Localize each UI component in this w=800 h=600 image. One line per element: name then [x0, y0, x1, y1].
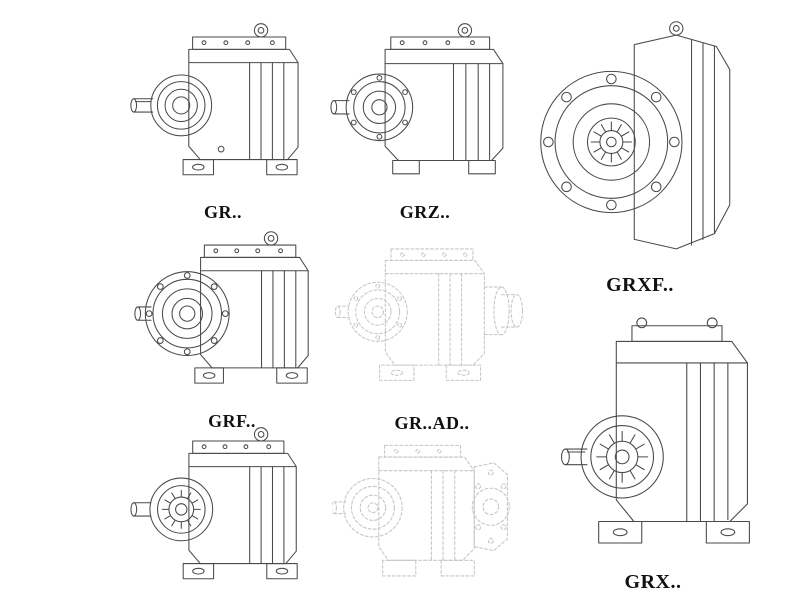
housing — [378, 456, 475, 561]
output-shaft — [330, 100, 350, 115]
mounting-feet — [598, 520, 750, 544]
mounting-feet — [194, 367, 308, 384]
top-cover — [390, 248, 474, 261]
mounting-feet — [182, 159, 298, 176]
housing — [615, 340, 748, 523]
eyebolt-icon — [669, 21, 684, 36]
figure-label-grxf: GRXF.. — [606, 274, 674, 297]
output-hub — [347, 281, 408, 342]
top-cover — [384, 444, 462, 458]
output-hub — [343, 477, 403, 538]
output-shaft — [134, 306, 152, 321]
figure-label-grf: GRF.. — [208, 410, 256, 431]
housing — [188, 452, 297, 565]
figure-label-grx: GRX.. — [624, 570, 682, 593]
mounting-feet — [392, 159, 496, 175]
figure-gr-f: GR..F — [130, 422, 320, 600]
mounting-feet — [379, 364, 482, 381]
input-adapter — [483, 286, 523, 336]
gearbox-drawing-gr — [130, 23, 299, 176]
eyebolt-icon — [263, 231, 279, 246]
figure-gr-ad: GR..AD.. — [332, 228, 532, 434]
top-cover — [203, 244, 297, 258]
output-hub — [150, 74, 213, 137]
gearbox-drawing-grz — [330, 23, 504, 175]
hollow-shaft-gear — [590, 121, 632, 163]
output-flange — [144, 271, 230, 357]
mounting-flange — [540, 70, 683, 214]
output-shaft — [130, 502, 152, 517]
motor-flange — [471, 462, 510, 552]
figure-grx: GRX.. — [538, 314, 768, 594]
output-shaft — [560, 448, 588, 466]
figure-label-gr-ad: GR..AD.. — [394, 412, 470, 433]
figure-gr: GR.. — [128, 18, 318, 223]
output-shaft — [334, 305, 350, 319]
figure-grxf: GRXF.. — [535, 16, 745, 297]
gearbox-drawing-gr-ad — [334, 248, 523, 381]
output-hub-gear — [580, 415, 664, 499]
figure-label-grz: GRZ.. — [399, 202, 451, 223]
mounting-feet — [182, 563, 298, 580]
top-cover — [192, 36, 287, 50]
housing — [188, 48, 299, 161]
gearbox-drawing-grf — [134, 231, 309, 384]
output-shaft — [130, 98, 154, 113]
eyebolt-icon — [253, 427, 269, 442]
top-cover — [390, 36, 491, 50]
figure-grz: GRZ.. — [330, 18, 520, 223]
figure-gr-am: GR..AM.. — [332, 422, 522, 600]
mounting-feet — [382, 559, 475, 577]
figure-label-gr: GR.. — [204, 202, 242, 223]
gearbox-drawing-grxf — [540, 21, 731, 250]
output-hub-gear — [149, 477, 214, 542]
eyebolt-icon — [457, 23, 473, 38]
housing — [384, 48, 504, 162]
output-shaft — [332, 501, 347, 515]
figure-grf: GRF.. — [132, 226, 332, 432]
top-cover — [631, 317, 723, 342]
housing — [200, 256, 309, 369]
housing — [633, 34, 731, 250]
gearbox-drawing-grx — [560, 317, 750, 544]
gearbox-drawing-gr-f — [130, 427, 298, 580]
top-cover — [192, 440, 285, 454]
output-hub — [345, 73, 414, 142]
gearbox-drawing-gr-am — [332, 444, 510, 577]
eyebolt-icon — [253, 23, 269, 38]
housing — [384, 259, 485, 366]
